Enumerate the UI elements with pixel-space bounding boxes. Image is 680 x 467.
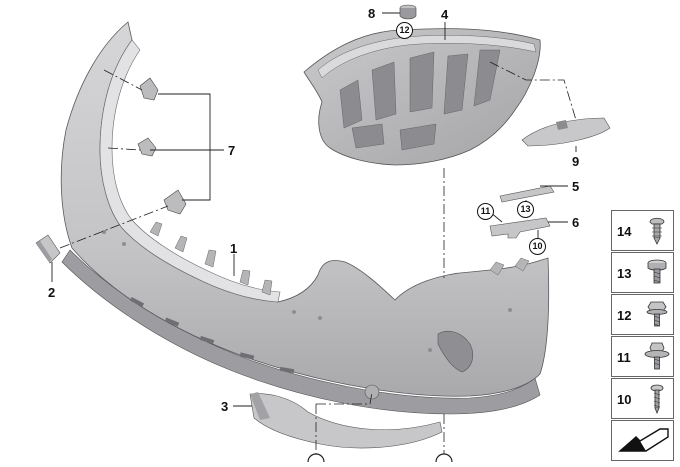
circled-callout-12: 12: [396, 22, 413, 39]
bracket-middle: [137, 137, 157, 157]
carrier-top-edge: [317, 35, 537, 79]
part-6-bracket: [489, 217, 551, 239]
circled-callout-10: 10: [529, 238, 546, 255]
callout-1: 1: [230, 241, 238, 256]
legend-item-12: 12: [611, 294, 674, 335]
washer-screw-icon: [644, 342, 670, 370]
bumper-tabs: [149, 221, 530, 296]
leader-lines: [51, 12, 577, 407]
circled-callout-11: 11: [477, 203, 494, 220]
legend-number: 13: [617, 266, 632, 281]
bumper-cover: [60, 21, 550, 415]
part-9-trim: [521, 117, 611, 147]
legend-number: 12: [617, 308, 632, 323]
part-3-spoiler: [249, 392, 443, 449]
callout-9: 9: [572, 154, 580, 169]
callout-8: 8: [368, 6, 376, 21]
legend-number: 11: [617, 350, 631, 365]
bumper-top-flange: [99, 39, 281, 303]
callout-3: 3: [221, 399, 229, 414]
legend-item-13: 13: [611, 252, 674, 293]
bottom-circles: [307, 453, 453, 467]
bumper-lower-slots: [129, 296, 295, 374]
tapping-screw-icon: [650, 384, 664, 415]
bracket-lower: [163, 189, 187, 215]
part-4-carrier: [303, 28, 541, 166]
push-rivet-icon: [649, 217, 665, 245]
sensor-holes: [102, 230, 512, 352]
callout-2: 2: [48, 285, 56, 300]
circled-callout-13: 13: [517, 201, 534, 218]
carrier-ribs: [339, 49, 501, 151]
legend-number: 10: [617, 392, 632, 407]
callout-5: 5: [572, 179, 580, 194]
legend-number: 14: [617, 224, 632, 239]
hex-screw-icon: [647, 259, 667, 284]
part-2-clip: [35, 234, 61, 264]
callout-6: 6: [572, 215, 580, 230]
bracket-upper: [139, 77, 159, 101]
part-8-cap: [399, 4, 417, 20]
legend-item-14: 14: [611, 210, 674, 251]
callout-4: 4: [441, 7, 449, 22]
callout-7: 7: [228, 143, 236, 158]
assembly-lines: [59, 61, 577, 460]
legend-item-10: 10: [611, 378, 674, 419]
part-5-bracket: [499, 185, 555, 203]
fastener-legend: 14 13 12 11: [611, 210, 680, 462]
legend-footer: [611, 420, 674, 461]
tow-hook-hole: [364, 384, 380, 400]
bumper-corner-intake: [437, 331, 474, 373]
flange-screw-icon: [646, 301, 668, 327]
bumper-lower-band: [61, 249, 541, 415]
part-7-brackets: [137, 77, 187, 215]
arrow-direction-icon: [618, 428, 669, 452]
legend-item-11: 11: [611, 336, 674, 377]
